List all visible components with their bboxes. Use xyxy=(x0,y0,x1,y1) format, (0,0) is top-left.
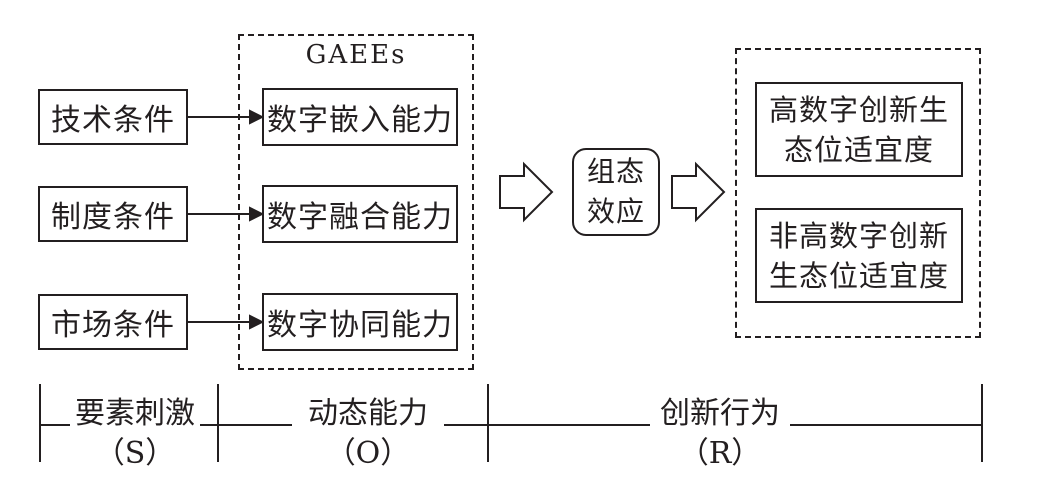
phase-r-code: （R） xyxy=(650,428,790,472)
arrowhead-3 xyxy=(249,314,265,330)
outcome-line-1: 非高数字创新 xyxy=(768,218,949,253)
gaees-title: GAEEs xyxy=(305,40,407,70)
capability-label: 数字融合能力 xyxy=(267,200,453,235)
capability-box-synergy: 数字协同能力 xyxy=(262,293,458,351)
block-arrow-right xyxy=(671,161,726,223)
capability-box-embedding: 数字嵌入能力 xyxy=(262,88,458,146)
condition-label: 制度条件 xyxy=(51,200,175,235)
block-arrow-left xyxy=(499,161,554,223)
outcome-line-2: 生态位适宜度 xyxy=(768,258,949,293)
outcome-line-1: 高数字创新生 xyxy=(768,92,949,127)
outcome-container xyxy=(735,48,981,338)
outcome-box-high: 高数字创新生 态位适宜度 xyxy=(755,82,963,177)
effect-line-2: 效应 xyxy=(586,195,645,228)
condition-box-market: 市场条件 xyxy=(38,294,188,350)
configuration-effect-box: 组态 效应 xyxy=(572,148,660,236)
condition-label: 市场条件 xyxy=(51,308,175,343)
gaees-container xyxy=(238,34,474,370)
capability-box-fusion: 数字融合能力 xyxy=(262,185,458,243)
phase-r-name: 创新行为 xyxy=(650,388,790,432)
capability-label: 数字嵌入能力 xyxy=(267,103,453,138)
arrowhead-2 xyxy=(249,206,265,222)
outcome-line-2: 态位适宜度 xyxy=(783,132,934,167)
capability-label: 数字协同能力 xyxy=(267,308,453,343)
phase-o-code: （O） xyxy=(292,428,444,472)
condition-box-institution: 制度条件 xyxy=(38,186,188,242)
condition-label: 技术条件 xyxy=(51,103,175,138)
phase-timeline xyxy=(39,384,983,462)
arrowhead-1 xyxy=(249,109,265,125)
phase-s-name: 要素刺激 xyxy=(70,388,200,432)
condition-box-technology: 技术条件 xyxy=(38,89,188,145)
outcome-box-non-high: 非高数字创新 生态位适宜度 xyxy=(755,208,963,303)
effect-line-1: 组态 xyxy=(586,155,645,188)
phase-s-code: （S） xyxy=(70,428,200,472)
phase-o-name: 动态能力 xyxy=(292,388,444,432)
